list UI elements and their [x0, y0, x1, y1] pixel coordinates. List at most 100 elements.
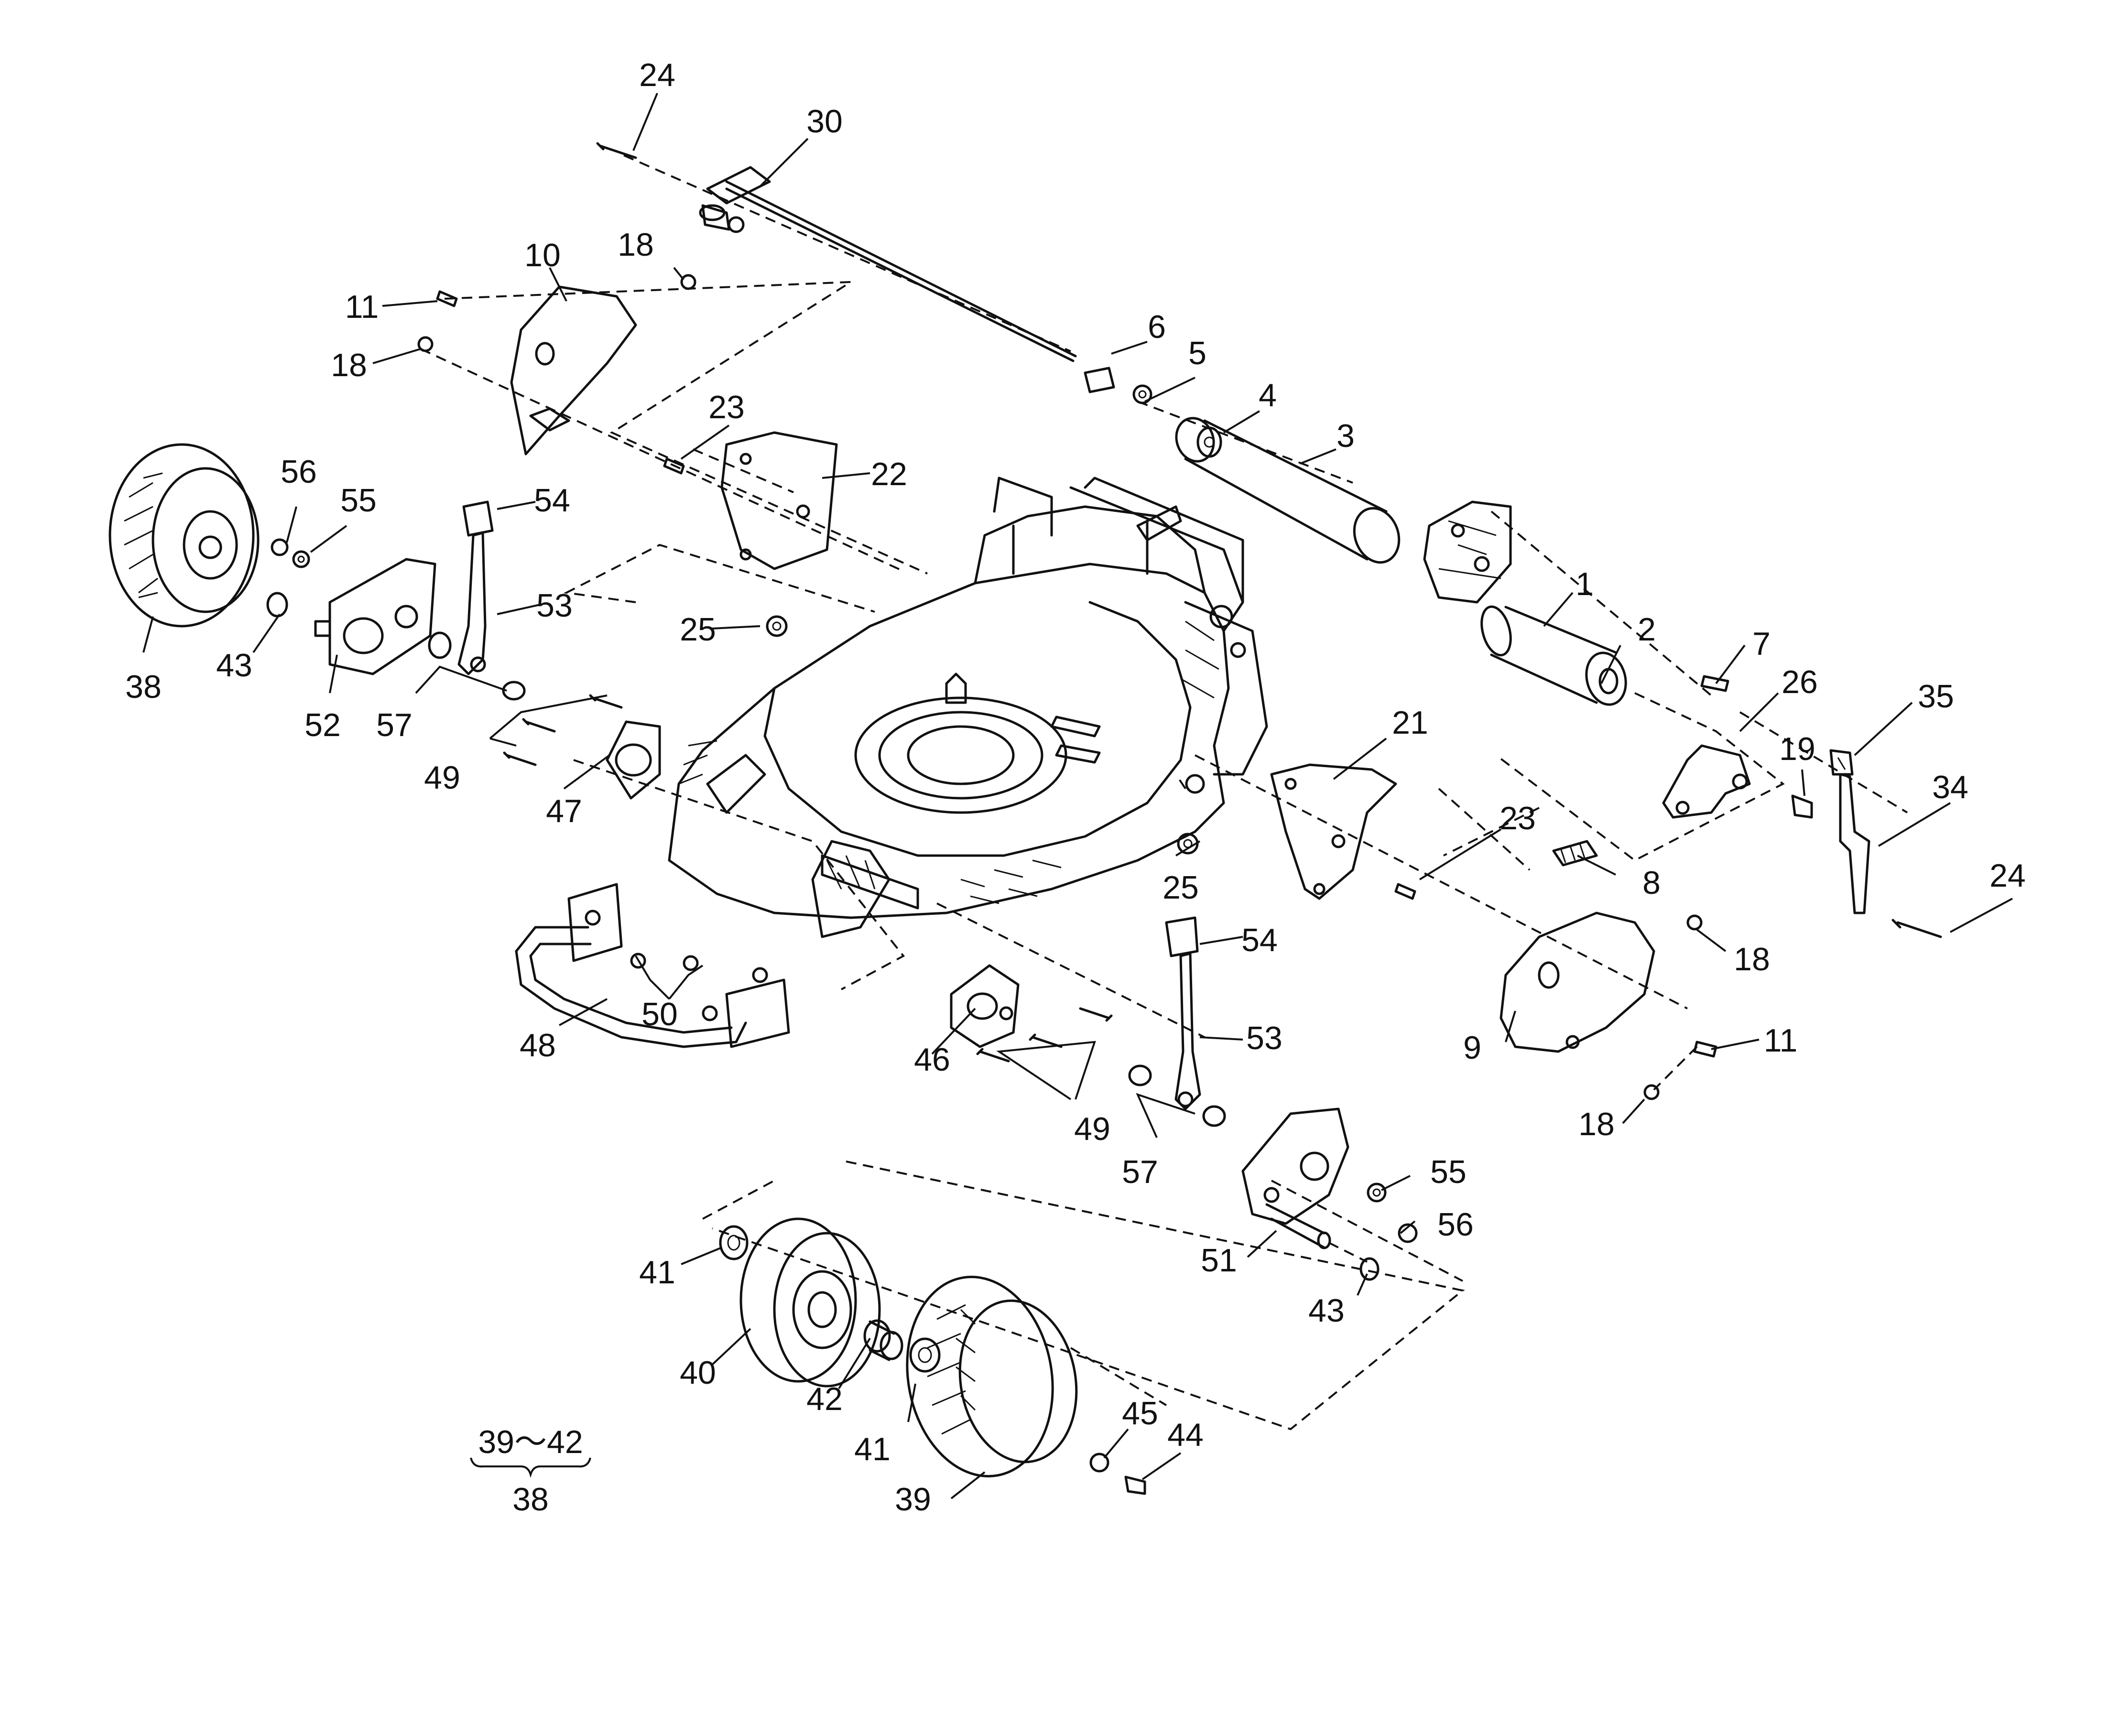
callout-11: 11: [345, 289, 379, 325]
part-nut-25-left: [766, 615, 788, 637]
callout-18: 18: [1578, 1106, 1615, 1142]
callout-7: 7: [1752, 626, 1771, 662]
part-lever-34: [1839, 773, 1870, 914]
callout-24: 24: [639, 57, 675, 93]
callout-45: 45: [1122, 1395, 1158, 1432]
part-bracket-51: [1241, 1107, 1349, 1249]
legend-range: 39～42: [478, 1424, 583, 1460]
callout-11: 11: [1764, 1022, 1798, 1059]
callout-47: 47: [546, 793, 582, 829]
part-ring-43-right: [1359, 1257, 1380, 1281]
part-pin-24-right: [1891, 919, 1942, 938]
callout-43: 43: [1308, 1292, 1345, 1329]
callout-1: 1: [1576, 566, 1594, 602]
callout-30: 30: [806, 103, 843, 140]
part-spacer-42: [863, 1319, 903, 1361]
part-rear-axle-30: [699, 166, 1077, 362]
part-bolt-11-left: [436, 290, 458, 307]
part-rear-wheel-38: [109, 443, 260, 628]
callout-3: 3: [1337, 418, 1355, 454]
callout-34: 34: [1932, 769, 1968, 805]
part-bolt-23-right: [1394, 883, 1416, 900]
callout-22: 22: [871, 456, 907, 492]
part-bushing-41-rear: [909, 1337, 941, 1373]
part-bolts-50: [585, 910, 768, 1021]
part-bolt-44: [1124, 1476, 1146, 1495]
part-bolt-18-right-top: [1686, 914, 1703, 931]
part-knob-54-right: [1165, 916, 1199, 957]
part-cover-22: [720, 431, 838, 570]
callout-18: 18: [1734, 941, 1770, 977]
part-washer-45: [1089, 1453, 1109, 1473]
callout-57: 57: [1122, 1154, 1158, 1190]
part-mower-deck: [668, 477, 1268, 938]
callout-35: 35: [1918, 678, 1954, 715]
callout-9: 9: [1463, 1030, 1481, 1066]
callout-38: 38: [125, 669, 162, 705]
callout-43: 43: [216, 647, 252, 684]
callout-23: 23: [1500, 800, 1536, 836]
callout-21: 21: [1392, 705, 1428, 741]
legend-assembly: 38: [512, 1481, 549, 1518]
part-bracket-52: [314, 558, 436, 675]
callout-6: 6: [1148, 309, 1166, 345]
part-lever-bracket-26: [1662, 744, 1751, 819]
part-washer-55-left: [292, 550, 310, 568]
callout-44: 44: [1167, 1417, 1204, 1453]
part-bolt-18-right-bottom: [1643, 1084, 1660, 1100]
callout-10: 10: [524, 237, 561, 273]
callout-2: 2: [1638, 611, 1656, 648]
callout-46: 46: [914, 1042, 950, 1078]
callout-57: 57: [376, 707, 413, 743]
callout-51: 51: [1201, 1242, 1237, 1279]
callout-49: 49: [424, 760, 460, 796]
part-screws-49-left: [503, 694, 623, 766]
callout-4: 4: [1259, 377, 1277, 413]
callout-8: 8: [1642, 865, 1661, 901]
callout-24: 24: [1989, 857, 2026, 894]
callout-25: 25: [1163, 869, 1199, 906]
callout-5: 5: [1188, 335, 1206, 371]
part-cover-21: [1270, 763, 1397, 900]
part-bolt-11-right: [1693, 1041, 1717, 1058]
part-bolt-18-top: [680, 274, 696, 290]
part-gearbox: [1423, 500, 1512, 604]
callout-54: 54: [534, 482, 570, 519]
legend-brace: [470, 1457, 591, 1478]
part-bolt-19: [1791, 794, 1813, 819]
part-bearing-4: [1196, 426, 1222, 458]
part-nut-25-right: [1177, 833, 1199, 855]
callout-42: 42: [806, 1381, 843, 1417]
part-axle-bolt-24-top: [596, 142, 637, 159]
callout-18: 18: [618, 227, 654, 263]
callout-40: 40: [680, 1355, 716, 1391]
part-bolt-18-left: [417, 336, 434, 352]
part-cover-10: [510, 285, 637, 456]
callout-labels: 24 30 10 18 11 18 6 5 4 3 23 22 56 55 54…: [125, 57, 2026, 1518]
callout-56: 56: [281, 454, 317, 490]
callout-53: 53: [536, 587, 573, 624]
part-screws-49-right: [976, 1007, 1113, 1063]
part-washer-5: [1132, 384, 1152, 404]
part-knob-54-left: [462, 500, 494, 537]
part-key-7: [1700, 675, 1729, 692]
part-lever-53-right: [1174, 952, 1201, 1110]
part-bushing-41-front: [719, 1225, 749, 1260]
part-washer-55-right: [1367, 1183, 1387, 1203]
callout-25: 25: [680, 611, 716, 648]
part-tire-39: [906, 1276, 1078, 1477]
part-ring-43-left: [266, 592, 288, 618]
part-spring-8: [1552, 840, 1598, 867]
part-handle-bar-48: [515, 883, 790, 1048]
part-washer-57-left: [428, 631, 526, 701]
part-bracket-6: [1084, 367, 1115, 393]
part-grip-35: [1829, 749, 1854, 776]
part-bearing-2: [1585, 651, 1627, 706]
callout-55: 55: [1430, 1154, 1467, 1190]
callout-19: 19: [1779, 731, 1815, 767]
part-roller-3: [1175, 417, 1401, 564]
assembly-guides: [420, 154, 1908, 1431]
part-nut-56-left: [271, 538, 289, 556]
